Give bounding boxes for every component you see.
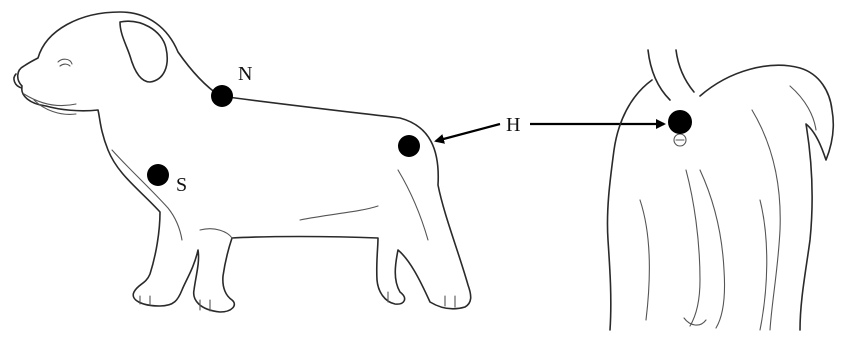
dog-rear-right-outline [700,65,833,330]
dog-right-hip-line [790,86,816,130]
point-s [147,164,169,186]
dog-rear-view [607,50,833,330]
puppy-thigh-line [398,170,428,240]
dog-inner-leg-right [700,170,725,328]
dog-inner-leg-left [686,170,700,326]
puppy-side-view [14,12,471,312]
puppy-chest-line [112,150,182,240]
puppy-belly-line [300,206,378,220]
puppy-body-outline [18,12,471,312]
puppy-mouth [24,94,76,114]
puppy-elbow-line [200,229,232,238]
puppy-ear [120,21,167,82]
label-h: H [506,114,520,136]
dog-bottom-detail [684,318,706,325]
dog-tail [648,50,694,100]
arrow-to-side-h [436,124,500,141]
puppy-front-paws [140,296,210,311]
puppy-eye [58,59,72,66]
point-h-rear [668,110,692,134]
dog-right-leg-line [760,200,767,330]
label-s: S [176,174,187,196]
point-h-side [398,135,420,157]
label-n: N [238,63,252,85]
dog-rear-left-outline [607,80,652,330]
dog-left-leg-line [640,200,649,320]
point-n [211,85,233,107]
dog-right-thigh-line [752,110,780,330]
